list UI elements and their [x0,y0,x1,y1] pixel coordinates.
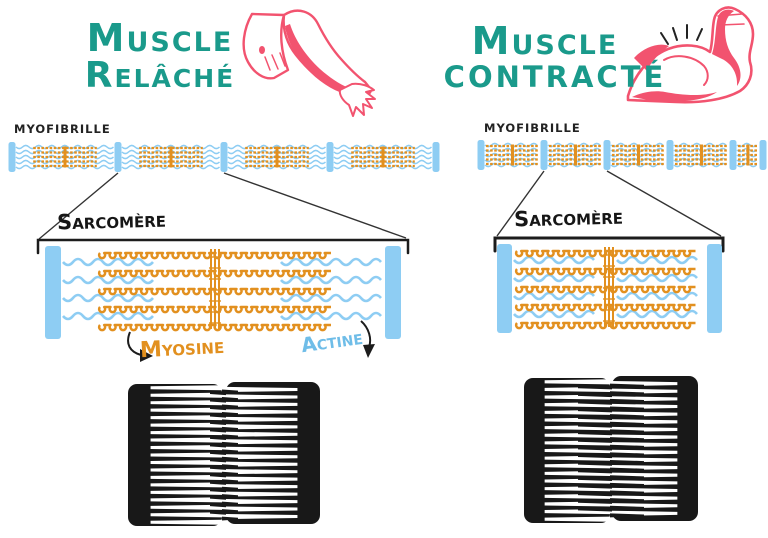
right-title-line2: CONTRACTÉ [443,60,667,94]
myosin-label: Myosine [139,333,225,364]
left-myofibrille-label: MYOFIBRILLE [14,122,111,136]
right-sarcomere-label: Sarcomère [513,204,624,232]
myofibrille-strip-contracted [477,140,767,170]
combs-contracted [524,376,698,523]
sarcomere-relaxed [36,238,410,339]
left-title-line1: Muscle [86,16,234,60]
relaxed-arm-icon [242,9,376,117]
label-arrows [127,320,375,362]
left-title-line2: Relâché [84,55,236,96]
myofibrille-strip-relaxed [8,142,440,172]
right-myofibrille-label: MYOFIBRILLE [484,121,581,135]
zoom-connector-lines [38,170,722,240]
flexed-biceps-icon [626,6,755,104]
right-title-line1: Muscle [471,19,619,63]
combs-relaxed [128,382,320,526]
left-sarcomere-label: Sarcomère [56,207,167,235]
sarcomere-contracted [493,236,725,333]
